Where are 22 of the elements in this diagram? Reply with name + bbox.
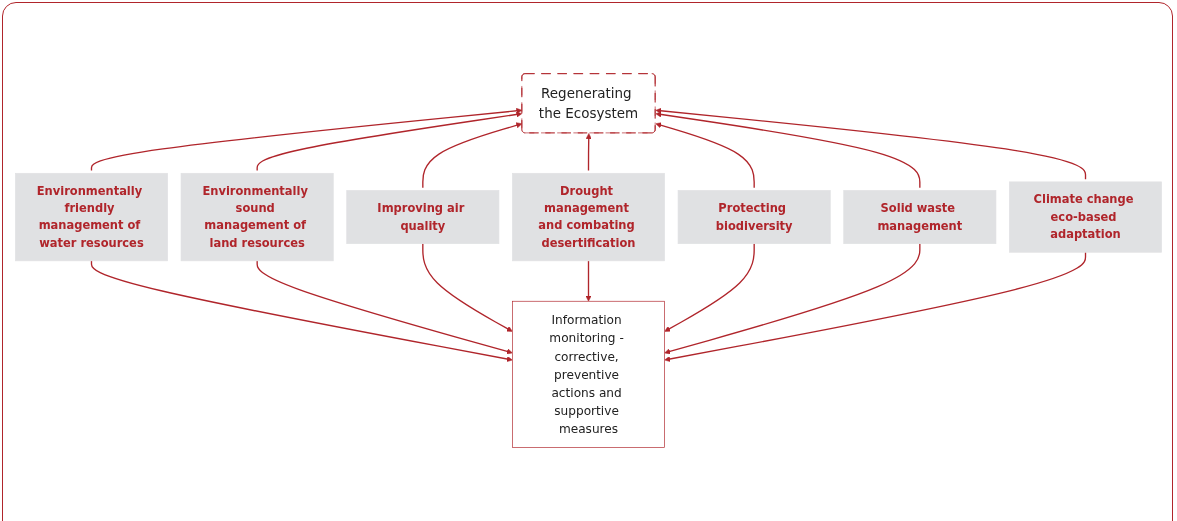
arrow: [655, 107, 1087, 180]
node-box: Environmentally sound management of land resources: [180, 172, 334, 262]
arrow: [585, 260, 592, 302]
arrow: [256, 111, 523, 172]
arrow: [664, 251, 1087, 362]
arrow: [90, 260, 513, 362]
arrow: [664, 243, 921, 355]
arrow: [256, 260, 513, 355]
node-box: Climate change eco-based adaptation: [1009, 181, 1162, 253]
node-box: Improving air quality: [346, 190, 500, 244]
node-box: Solid waste management: [843, 190, 997, 244]
arrow: [585, 133, 592, 172]
node-box: Environmentally friendly management of water resources: [15, 172, 168, 262]
arrow: [655, 111, 921, 189]
node-box: Information monitoring - corrective, preventive actions and supportive measures: [512, 300, 665, 448]
arrow: [422, 243, 513, 332]
node-box: Protecting biodiversity: [677, 190, 831, 244]
arrow: [90, 107, 523, 172]
arrow: [422, 122, 523, 189]
node-box: Drought management and combating desertification: [512, 172, 665, 262]
arrow: [664, 243, 755, 332]
arrow: [655, 122, 755, 189]
